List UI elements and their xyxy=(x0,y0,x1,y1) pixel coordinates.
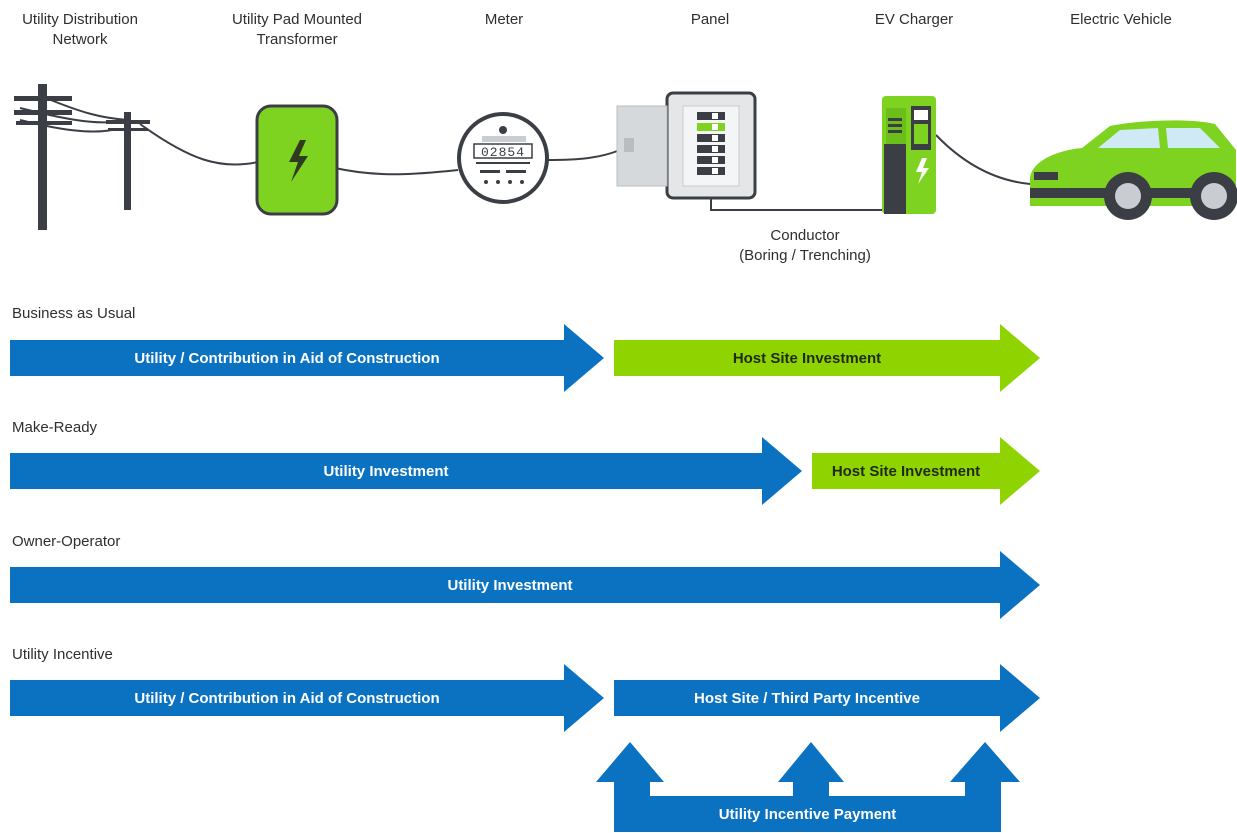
arrow-shape xyxy=(614,664,1040,732)
ev-charger-icon xyxy=(882,96,936,214)
arrow-label: Utility / Contribution in Aid of Constru… xyxy=(134,349,440,367)
incentive-payment-arrows: Utility Incentive Payment xyxy=(596,742,1020,832)
electric-vehicle-icon xyxy=(1030,120,1237,220)
arrow-label: Utility Investment xyxy=(447,576,573,594)
model-label-make-ready: Make-Ready xyxy=(12,419,98,436)
arrow-shape xyxy=(614,324,1040,392)
label-panel: Panel xyxy=(690,11,730,28)
arrow-shape xyxy=(812,437,1040,505)
arrow-shape xyxy=(10,324,604,392)
network-transformer-wire xyxy=(139,123,259,166)
label-conductor: Conductor (Boring / Trenching) xyxy=(739,227,871,264)
arrow-utility-ciac: Utility / Contribution in Aid of Constru… xyxy=(10,664,604,732)
arrow-host-site-investment: Host Site Investment xyxy=(812,437,1040,505)
arrow-label: Utility Investment xyxy=(323,462,449,480)
model-label-business-as-usual: Business as Usual xyxy=(12,305,136,322)
transformer-icon xyxy=(255,104,339,216)
arrow-shape xyxy=(10,551,1040,619)
meter-icon: 02854 xyxy=(457,112,549,204)
arrow-utility-ciac: Utility / Contribution in Aid of Constru… xyxy=(10,324,604,392)
label-electric-vehicle: Electric Vehicle xyxy=(1070,11,1172,28)
upward-arrows xyxy=(596,742,1020,832)
meter-reading: 02854 xyxy=(481,145,525,160)
charger-vehicle-cable xyxy=(935,134,1031,185)
label-utility-distribution-network: Utility Distribution Network xyxy=(22,11,138,48)
arrow-shape xyxy=(10,664,604,732)
arrow-utility-investment: Utility Investment xyxy=(10,551,1040,619)
arrow-label: Utility / Contribution in Aid of Constru… xyxy=(134,689,440,707)
supply-chain-illustration: 02854 xyxy=(14,84,1237,230)
label-ev-charger: EV Charger xyxy=(874,11,954,28)
meter-panel-wire xyxy=(547,149,621,161)
transformer-meter-wire xyxy=(334,167,459,176)
panel-icon xyxy=(616,91,757,200)
arrow-label: Host Site Investment xyxy=(831,462,981,480)
utility-pole-icon xyxy=(14,84,150,230)
label-transformer: Utility Pad Mounted Transformer xyxy=(231,11,363,48)
arrow-label: Host Site / Third Party Incentive xyxy=(694,689,920,707)
arrow-utility-investment: Utility Investment xyxy=(10,437,802,505)
arrow-host-third-party-incentive: Host Site / Third Party Incentive xyxy=(614,664,1040,732)
conductor-wire xyxy=(710,196,882,211)
model-label-utility-incentive: Utility Incentive xyxy=(12,646,113,663)
label-meter: Meter xyxy=(484,11,524,28)
incentive-payment-label: Utility Incentive Payment xyxy=(718,805,897,823)
arrow-label: Host Site Investment xyxy=(732,349,882,367)
arrow-shape xyxy=(10,437,802,505)
model-label-owner-operator: Owner-Operator xyxy=(12,533,121,550)
arrow-host-site-investment: Host Site Investment xyxy=(614,324,1040,392)
